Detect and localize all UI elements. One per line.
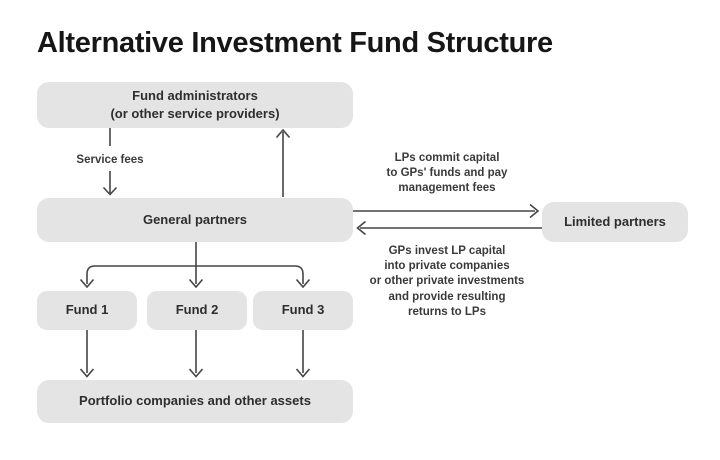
box-fund-3: Fund 3	[253, 291, 353, 330]
box-fund-2: Fund 2	[147, 291, 247, 330]
box-portfolio-companies: Portfolio companies and other assets	[37, 380, 353, 423]
arrow-lp-to-gp-left	[356, 220, 542, 236]
label-gps-invest-capital: GPs invest LP capital into private compa…	[369, 245, 525, 318]
label-lps-commit-capital: LPs commit capital to GPs' funds and pay…	[386, 152, 508, 195]
arrow-fund3-to-portfolio	[295, 330, 311, 378]
arrow-service-fees-down	[102, 171, 118, 196]
box-fund-1: Fund 1	[37, 291, 137, 330]
box-general-partners: General partners	[37, 198, 353, 242]
arrow-gp-to-lp-right	[353, 203, 540, 219]
arrow-fund1-to-portfolio	[79, 330, 95, 378]
arrow-fund2-to-portfolio	[188, 330, 204, 378]
arrow-branch-right	[196, 265, 311, 289]
box-fund-administrators: Fund administrators (or other service pr…	[37, 82, 353, 128]
page-title: Alternative Investment Fund Structure	[37, 27, 553, 59]
arrow-branch-center	[188, 242, 204, 289]
label-service-fees: Service fees	[76, 154, 144, 166]
box-limited-partners: Limited partners	[542, 202, 688, 242]
arrow-branch-left	[79, 265, 196, 289]
arrow-gp-to-administrators-up	[275, 128, 291, 197]
